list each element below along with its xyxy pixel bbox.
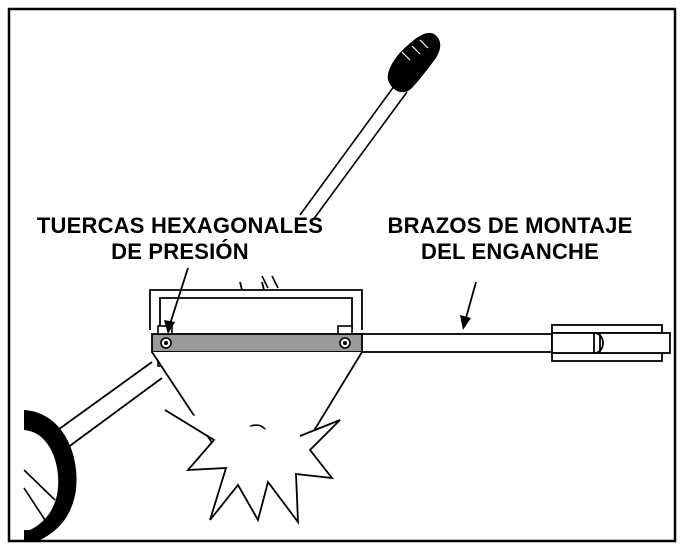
hitch-arms-label-line2: DEL ENGANCHE [420, 239, 599, 264]
hex-nuts-label: TUERCAS HEXAGONALES DE PRESIÓN [10, 213, 350, 265]
leader-hex-nuts [164, 267, 189, 334]
tine-wheel [164, 409, 341, 525]
hitch-arms-label-line1: BRAZOS DE MONTAJE [387, 213, 633, 238]
hex-nuts-label-line1: TUERCAS HEXAGONALES [36, 213, 324, 238]
hitch-arms-label: BRAZOS DE MONTAJE DEL ENGANCHE [350, 213, 670, 265]
handle-grip [387, 32, 441, 93]
hitch-bar [151, 333, 363, 353]
hex-nut-left [160, 337, 172, 349]
hitch-mounting-arm [351, 324, 671, 362]
wheel [23, 410, 77, 540]
handle [261, 32, 441, 289]
hex-nut-right [339, 337, 351, 349]
leader-hitch-arms [460, 281, 477, 330]
figure-frame [7, 7, 677, 543]
upper-frame [149, 281, 363, 330]
hex-nuts-label-line2: DE PRESIÓN [111, 239, 249, 264]
side-strut [54, 361, 163, 449]
